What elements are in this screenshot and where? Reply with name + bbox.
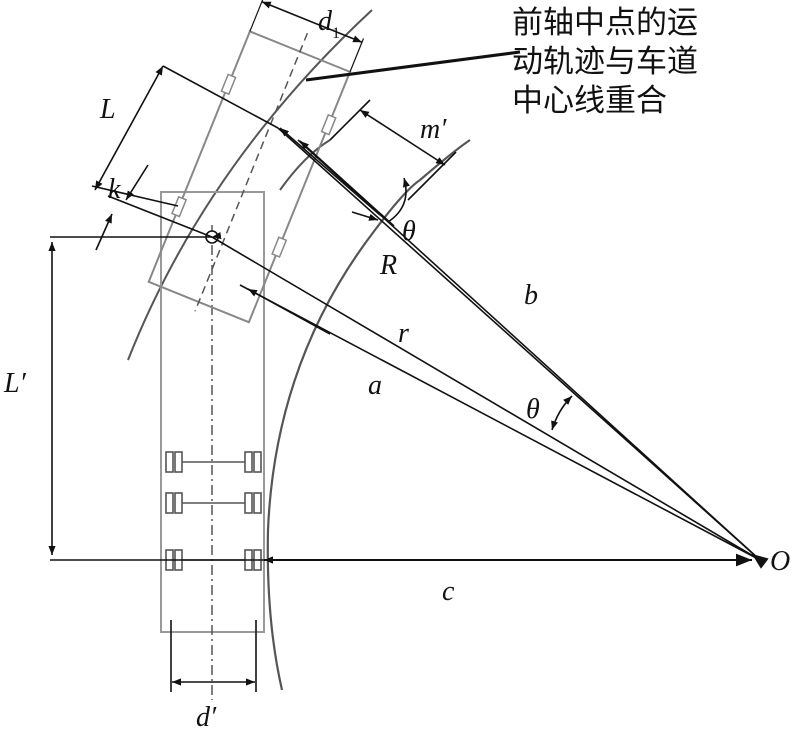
dimension-L <box>91 65 279 207</box>
label-d1: d1 <box>318 6 340 42</box>
annotation-leader <box>305 50 521 82</box>
annotation-line-3: 中心线重合 <box>512 83 667 119</box>
dimension-d-prime <box>170 620 257 692</box>
radial-arrowheads <box>212 127 769 569</box>
label-c: c <box>442 576 455 607</box>
annotation-line-2: 动轨迹与车道 <box>512 44 698 80</box>
dimension-m-prime <box>329 99 457 201</box>
label-k: k <box>108 174 121 205</box>
theta-arc-top <box>387 177 410 223</box>
inner-lane-curve <box>266 179 421 531</box>
label-O: O <box>770 546 791 577</box>
dimension-L-prime <box>48 236 270 561</box>
front-axle-trajectory <box>127 9 373 361</box>
front-wheel-arc <box>279 139 331 191</box>
label-r: r <box>398 318 409 349</box>
label-a: a <box>368 370 382 401</box>
inner-curve-lower <box>266 529 284 691</box>
label-d-prime: d′ <box>196 702 217 733</box>
annotation-line-1: 前轴中点的运 <box>512 5 698 41</box>
label-theta-bottom: θ <box>526 394 540 425</box>
label-b: b <box>524 280 538 311</box>
label-theta-top: θ <box>402 216 416 247</box>
trailer-axles <box>165 451 262 571</box>
label-L-prime: L′ <box>4 368 26 399</box>
outer-lane-curve <box>419 139 471 181</box>
label-R: R <box>380 250 398 281</box>
theta-arc-bottom <box>551 395 573 431</box>
radial-lines <box>107 127 761 561</box>
trajectory-annotation: 前轴中点的运 动轨迹与车道 中心线重合 <box>512 4 698 121</box>
theta-tick <box>351 211 379 221</box>
tractor-unit <box>147 0 365 324</box>
label-m-prime: m′ <box>420 114 447 145</box>
label-L: L <box>100 94 116 125</box>
dimension-k <box>95 164 149 251</box>
